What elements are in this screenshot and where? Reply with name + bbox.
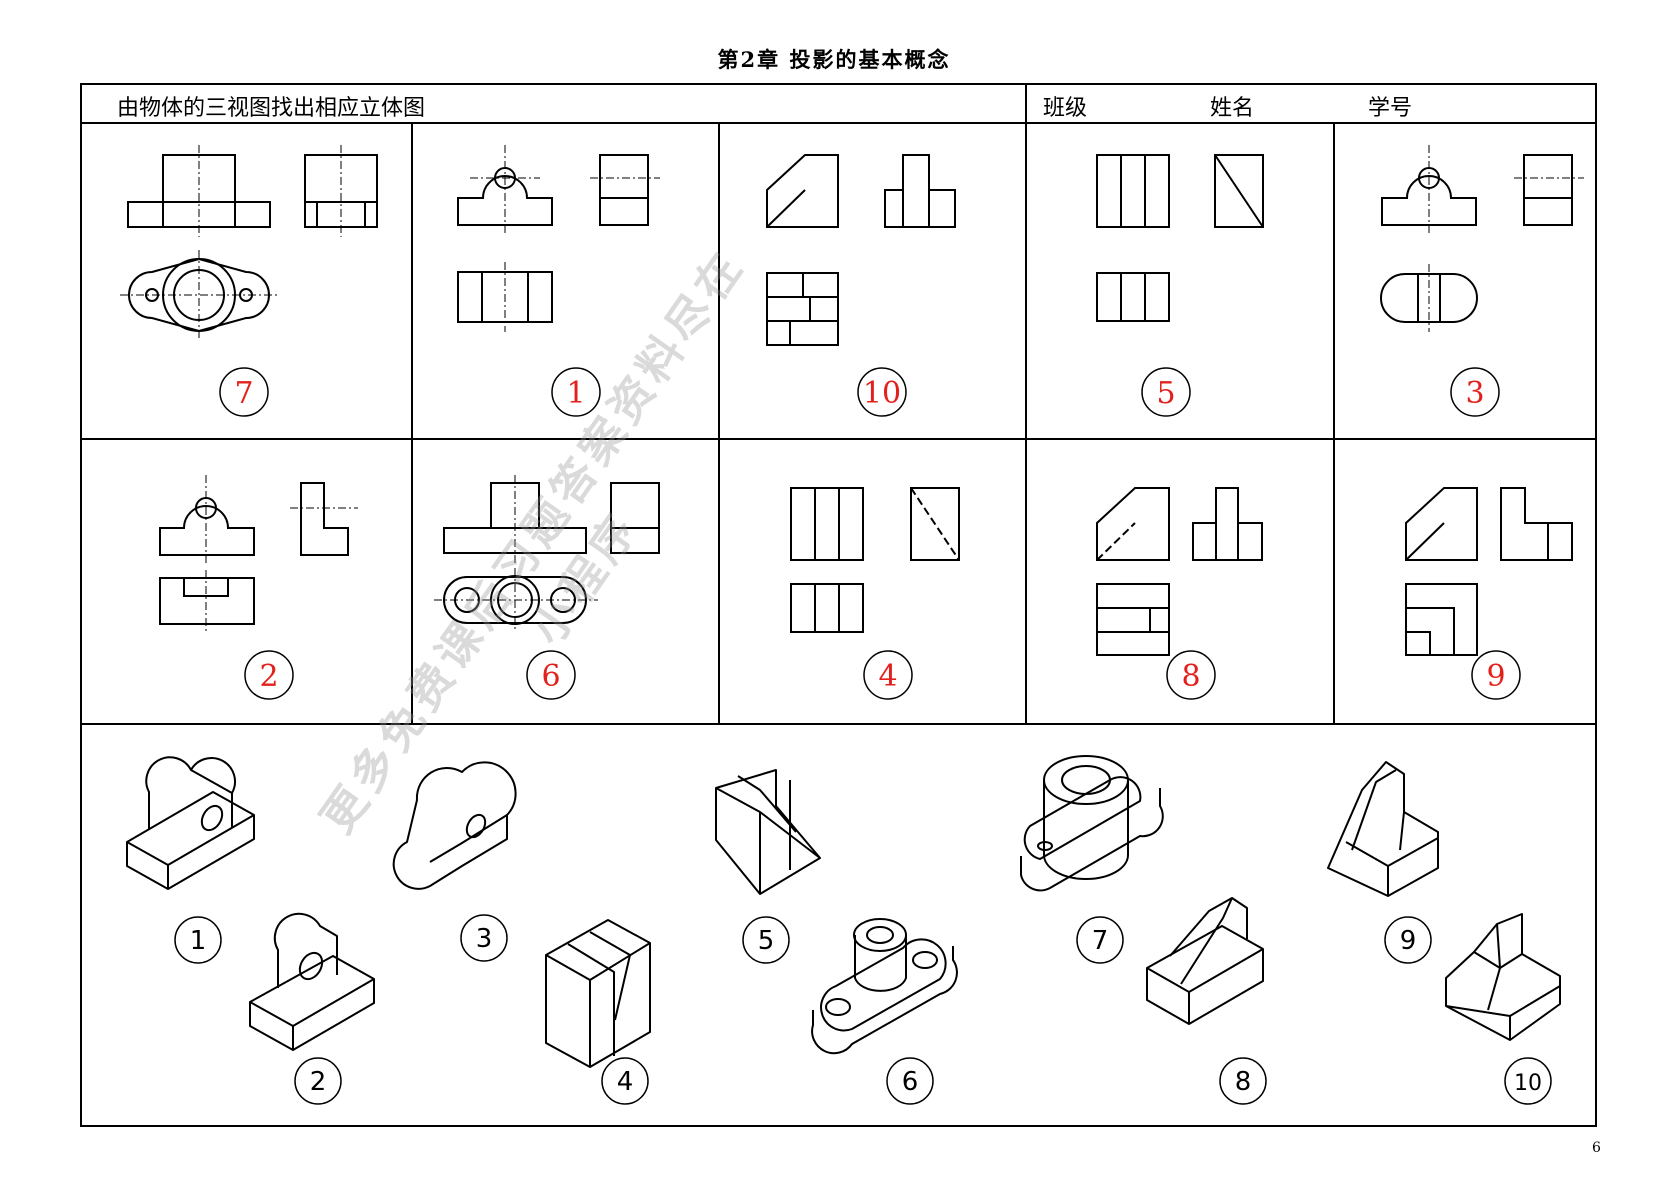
threeview-2 <box>457 145 660 332</box>
threeview-5 <box>1380 145 1584 332</box>
threeview-8 <box>790 487 960 633</box>
threeview-1 <box>120 145 378 340</box>
answer-5: 3 <box>1465 376 1484 411</box>
answer-numbers: 7 1 10 5 3 2 6 4 8 9 <box>234 376 1505 694</box>
threeview-7 <box>434 475 660 632</box>
answer-circle-9 <box>1166 650 1216 700</box>
solid-label-3: 3 <box>476 924 493 954</box>
solid-6 <box>811 918 958 1055</box>
solid-label-1: 1 <box>190 926 207 956</box>
outer-frame <box>80 83 1597 1127</box>
solid-5 <box>715 769 821 895</box>
answer-6: 2 <box>259 659 278 694</box>
solid-10 <box>1445 913 1561 1041</box>
solid-1 <box>126 756 255 890</box>
solid-label-6: 6 <box>902 1067 919 1097</box>
answer-circle-3 <box>857 367 907 417</box>
threeview-10 <box>1405 487 1573 656</box>
instruction-text: 由物体的三视图找出相应立体图 <box>117 96 426 121</box>
threeview-6 <box>159 475 358 632</box>
solid-3 <box>392 761 517 890</box>
solid-9 <box>1327 761 1439 897</box>
threeview-4 <box>1096 154 1264 322</box>
answer-circle-7 <box>526 650 576 700</box>
solid-label-8: 8 <box>1235 1067 1252 1097</box>
table-grid <box>80 83 1597 1127</box>
page-title: 第2章 投影的基本概念 <box>717 47 951 72</box>
answer-circles <box>219 367 1521 700</box>
class-label: 班级 <box>1043 96 1088 121</box>
solid-4 <box>545 919 651 1068</box>
solid-8 <box>1146 897 1264 1025</box>
answer-circle-1 <box>219 367 269 417</box>
solid-labels: 1 2 3 4 5 6 7 8 9 10 <box>190 924 1542 1097</box>
threeview-9 <box>1096 487 1263 656</box>
answer-circle-10 <box>1471 650 1521 700</box>
answer-circle-2 <box>551 367 601 417</box>
answer-1: 7 <box>234 376 253 411</box>
threeview-3 <box>766 154 956 346</box>
solid-label-9: 9 <box>1400 926 1417 956</box>
solid-label-circles <box>174 914 1552 1105</box>
answer-3: 10 <box>863 376 901 411</box>
answer-4: 5 <box>1156 376 1175 411</box>
answer-10: 9 <box>1486 659 1505 694</box>
name-label: 姓名 <box>1210 96 1255 121</box>
solid-2 <box>249 912 375 1051</box>
answer-circle-5 <box>1450 367 1500 417</box>
answer-circle-8 <box>863 650 913 700</box>
solid-label-10: 10 <box>1514 1071 1542 1096</box>
solid-label-7: 7 <box>1092 926 1109 956</box>
answer-8: 4 <box>878 659 897 694</box>
solid-7 <box>1020 755 1164 892</box>
answer-circle-6 <box>244 650 294 700</box>
answer-9: 8 <box>1181 659 1200 694</box>
solid-label-5: 5 <box>758 926 775 956</box>
answer-2: 1 <box>566 376 585 411</box>
id-label: 学号 <box>1368 96 1413 121</box>
page-number: 6 <box>1592 1140 1601 1156</box>
answer-7: 6 <box>541 659 560 694</box>
solid-label-2: 2 <box>310 1067 327 1097</box>
answer-circle-4 <box>1141 367 1191 417</box>
solid-label-4: 4 <box>617 1067 634 1097</box>
